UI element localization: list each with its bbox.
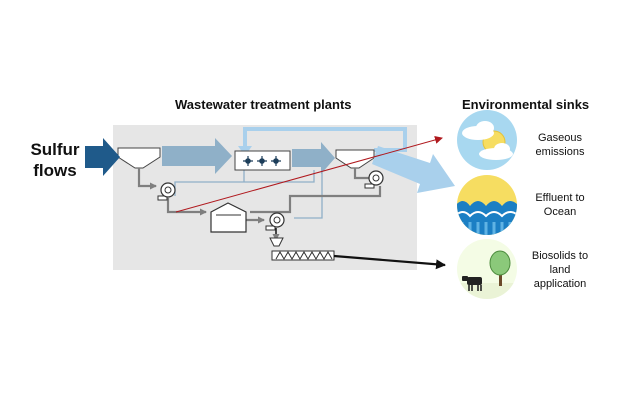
sink-label-gaseous: Gaseous emissions [520, 131, 600, 159]
gaseous-emission-arrow [175, 136, 443, 213]
screw-conveyor [271, 250, 335, 261]
sink-label-effluent: Effluent to Ocean [520, 191, 600, 219]
sink-label-gaseous-line-2: emissions [535, 146, 585, 158]
sulfur-flows-line-1: Sulfur [30, 140, 80, 159]
aerator-icons [243, 156, 281, 166]
effluent-arrow [372, 146, 455, 193]
was-return-line [250, 186, 382, 214]
sulfur-flows-line-2: flows [33, 161, 77, 180]
sink-label-biosolids-line-2: land [549, 264, 571, 276]
pump-1-icon [157, 182, 176, 201]
flow-arrow-1 [162, 138, 232, 174]
sink-label-biosolids-line-3: application [533, 278, 587, 290]
sink-label-gaseous-line-1: Gaseous [537, 132, 583, 144]
flow-arrow-2 [292, 142, 335, 174]
biosolids-arrow [333, 254, 446, 270]
sink-label-effluent-line-1: Effluent to [535, 192, 585, 204]
sink-label-effluent-line-2: Ocean [543, 206, 577, 218]
primary-sludge-line [137, 168, 157, 190]
pump-2-icon [364, 170, 384, 189]
cow-tree-icon [457, 239, 517, 299]
sulfur-flows-label: Sulfur flows [26, 139, 84, 181]
sulfur-input-arrow [85, 138, 120, 176]
plant-title: Wastewater treatment plants [175, 97, 352, 112]
cloud-sun-icon [457, 110, 517, 170]
digester [210, 202, 247, 233]
ocean-waves-icon [457, 175, 517, 235]
sink-label-biosolids-line-1: Biosolids to [531, 250, 589, 262]
pump-to-digester-line [166, 198, 207, 216]
recycle-loop [243, 127, 407, 152]
sinks-title: Environmental sinks [462, 97, 590, 112]
dewatering-funnel [269, 237, 284, 247]
sink-label-biosolids: Biosolids to land application [520, 249, 600, 291]
return-line-2 [294, 170, 323, 219]
pump-3-icon [265, 212, 285, 231]
secondary-clarifier [335, 149, 375, 169]
